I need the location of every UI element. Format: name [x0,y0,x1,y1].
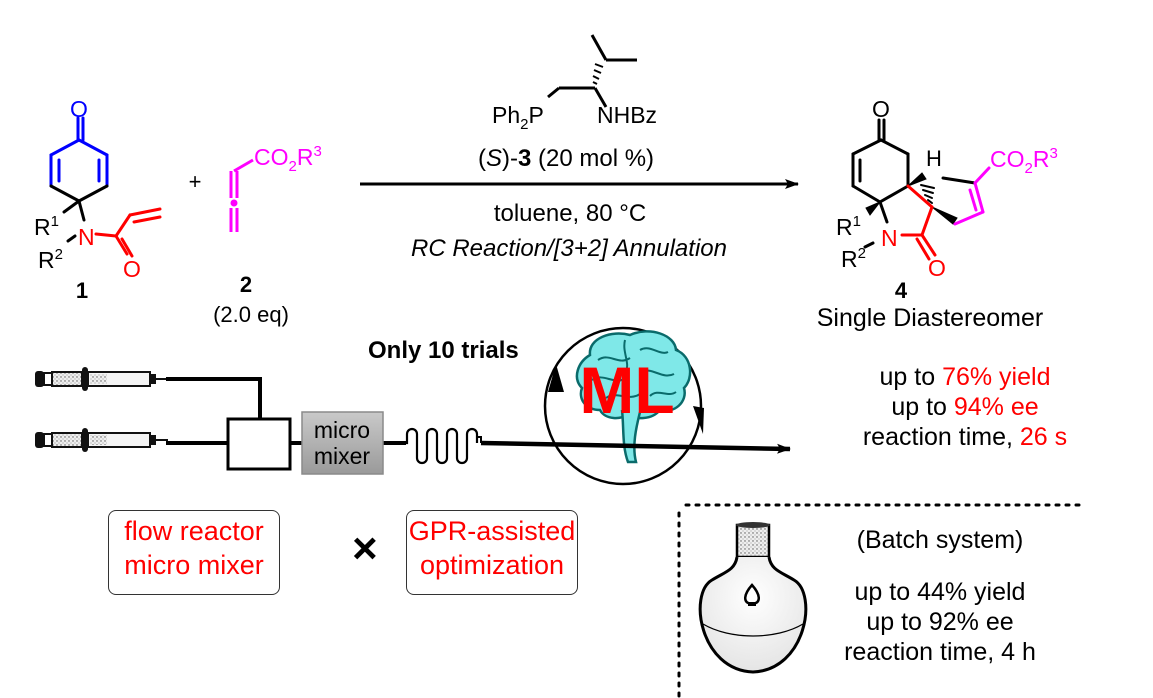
ml-label: ML [579,353,674,427]
product-nitrogen: N [881,225,898,251]
batch-results: up to 44% yield up to 92% ee reaction ti… [830,577,1050,667]
product-description: Single Diastereomer [817,304,1044,332]
batch-yield: up to 44% yield [854,578,1026,606]
reactant-2-label: 2 [240,272,252,297]
flow-yield: up to 76% yield [879,363,1051,391]
gpr-optimization-box: GPR-assisted optimization [406,510,578,595]
wedge-bond [907,172,927,187]
flow-time: reaction time, 26 s [862,423,1068,451]
product-amide-o: O [928,255,946,281]
reactant-1-label: 1 [76,278,88,303]
micro-mixer-label-1: micro [314,417,370,443]
flow-reactor-line1: flow reactor [124,516,264,546]
reactant-2-ester: CO2R3 [254,143,322,175]
flow-reactor-line2: micro mixer [124,550,264,580]
batch-title: (Batch system) [856,526,1024,554]
wedge-bond [865,200,882,216]
flow-reactor-box: flow reactor micro mixer [108,510,280,595]
cycle-arrow-down [693,406,704,434]
trials-label: Only 10 trials [368,337,519,364]
conditions-reaction-type: RC Reaction/[3+2] Annulation [411,235,727,262]
micro-mixer-label-2: mixer [314,443,371,469]
product-4-structure [851,118,991,261]
product-label: 4 [895,278,908,303]
product-r2: R2 [841,245,866,272]
ring-sp3-bonds [49,184,109,243]
syringe-pump-1 [35,367,168,391]
product-r1: R1 [836,213,861,240]
reactant-2-structure [229,158,254,232]
micro-mixer-block [301,411,384,475]
brain-icon [575,330,692,464]
dienone-bonds [49,116,109,188]
catalyst-nhbz: NHBz [597,102,657,128]
conditions-solvent-temp: toluene, 80 °C [494,200,646,227]
reactant-1-nitrogen: N [78,224,95,250]
acrylamide-bonds [94,207,162,258]
catalyst-structure [547,34,637,108]
batch-ee: up to 92% ee [866,608,1014,636]
gpr-line2: optimization [419,550,565,580]
t-junction [226,417,292,471]
product-h: H [926,146,942,171]
times-symbol: × [352,524,378,573]
flow-output-arrow [480,440,791,454]
ml-cycle-circle [543,326,703,486]
catalyst-ph2p: Ph2P [492,102,544,133]
product-ester: CO2R3 [990,145,1058,177]
product-ketone-o-glyph: O [872,96,890,122]
flow-results: up to 76% yield up to 94% ee reaction ti… [815,362,1115,452]
reactant-1-r1: R1 [34,213,59,240]
coil-reactor [405,427,479,465]
flow-tubing [166,377,406,445]
round-bottom-flask-icon [698,522,808,674]
cycle-arrow-up [548,364,564,392]
reactant-2-equiv: (2.0 eq) [213,302,289,327]
flow-ee: up to 94% ee [891,393,1039,421]
plus-sign: + [189,169,202,194]
syringe-pump-2 [35,428,168,452]
wedge-bond [931,206,958,225]
reactant-1-r2: R2 [38,246,63,273]
batch-time: reaction time, 4 h [844,638,1036,666]
reactant-1-structure [49,116,162,258]
gpr-line1: GPR-assisted [408,516,576,546]
catalyst-name: (S)-3 (20 mol %) [478,145,654,172]
reactant-1-ketone-o: O [70,96,88,122]
reactant-1-amide-o: O [123,256,141,282]
coil-reactor-return [476,436,482,443]
